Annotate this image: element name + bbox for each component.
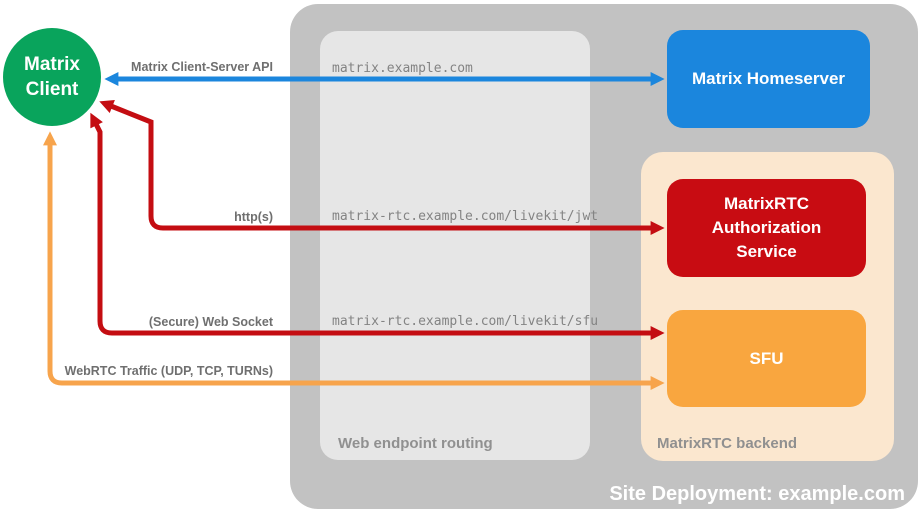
web-endpoint-routing-group	[320, 31, 590, 460]
sfu-label: SFU	[749, 348, 784, 368]
web-endpoint-routing-label: Web endpoint routing	[338, 435, 493, 452]
matrix-client-node: Matrix Client	[3, 28, 101, 126]
endpoint-matrix: matrix.example.com	[332, 61, 473, 76]
arrow-label-https: http(s)	[234, 210, 273, 224]
matrixrtc-authorization-service-label: MatrixRTC Authorization Service	[711, 194, 822, 261]
endpoint-livekit-sfu: matrix-rtc.example.com/livekit/sfu	[332, 314, 599, 329]
endpoint-livekit-jwt: matrix-rtc.example.com/livekit/jwt	[332, 209, 599, 224]
matrix-homeserver-node: Matrix Homeserver	[667, 30, 870, 128]
arrow-label-webrtc-traffic: WebRTC Traffic (UDP, TCP, TURNs)	[64, 364, 273, 378]
site-deployment-title: Site Deployment: example.com	[609, 483, 905, 505]
arrow-label-client-server-api: Matrix Client-Server API	[131, 60, 273, 74]
matrix-homeserver-label: Matrix Homeserver	[691, 69, 846, 88]
sfu-node: SFU	[667, 310, 866, 407]
matrix-client-label: Matrix Client	[24, 54, 80, 100]
matrixrtc-backend-label: MatrixRTC backend	[657, 435, 798, 452]
matrixrtc-authorization-service-node: MatrixRTC Authorization Service	[667, 179, 866, 277]
arrow-label-secure-web-socket: (Secure) Web Socket	[148, 315, 273, 329]
